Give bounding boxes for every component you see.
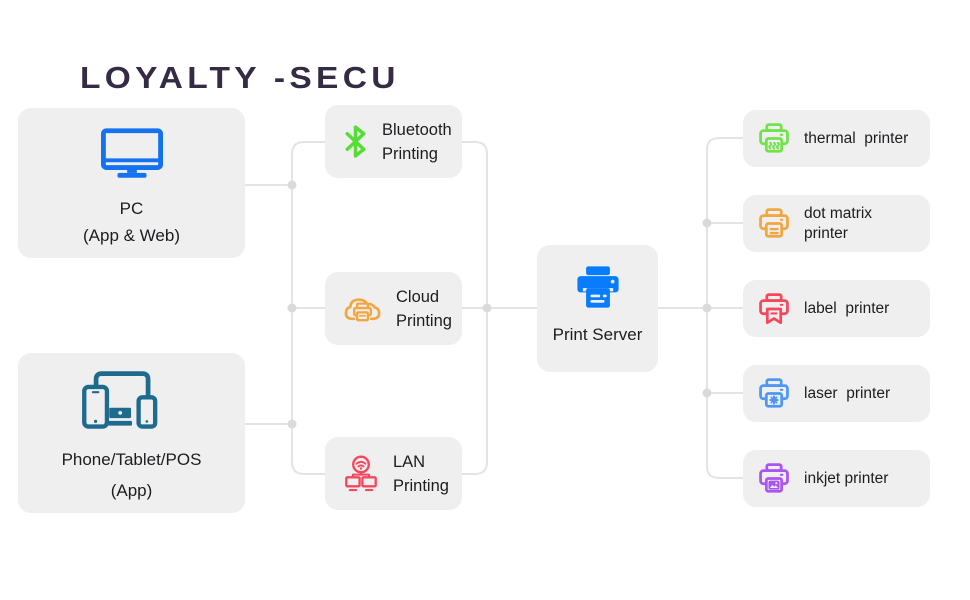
pc-label-line2: (App & Web) bbox=[82, 226, 180, 245]
thermal-printer-label: thermal printer bbox=[804, 129, 909, 147]
node-laser-printer: laser printer bbox=[743, 365, 930, 422]
lan-label: LAN Printing bbox=[393, 452, 449, 495]
junction-dot bbox=[702, 388, 712, 398]
thermal-printer-icon bbox=[756, 122, 792, 156]
dot-matrix-printer-label: dot matrix printer bbox=[804, 204, 873, 242]
node-print-server: Print Server bbox=[537, 245, 658, 372]
inkjet-printer-icon bbox=[756, 462, 792, 496]
cloud-printer-icon bbox=[342, 291, 383, 327]
inkjet-printer-label: inkjet printer bbox=[804, 469, 889, 487]
laser-printer-icon bbox=[756, 377, 792, 411]
dot-matrix-printer-icon bbox=[756, 207, 792, 241]
bluetooth-icon bbox=[342, 124, 369, 159]
lan-network-icon bbox=[342, 455, 380, 492]
laser-printer-label: laser printer bbox=[804, 384, 891, 402]
bluetooth-label: Bluetooth Printing bbox=[382, 120, 452, 163]
node-lan-printing: LAN Printing bbox=[325, 437, 462, 510]
node-cloud-printing: Cloud Printing bbox=[325, 272, 462, 345]
junction-dot bbox=[702, 303, 712, 313]
junction-dot bbox=[287, 180, 297, 190]
node-label-printer: label printer bbox=[743, 280, 930, 337]
junction-dot bbox=[702, 218, 712, 228]
print-server-label: Print Server bbox=[552, 325, 643, 344]
printer-filled-icon bbox=[572, 264, 624, 310]
pc-label-line1: PC bbox=[119, 199, 144, 218]
devices-icon bbox=[80, 367, 184, 438]
junction-dot bbox=[287, 419, 297, 429]
junction-dot bbox=[482, 303, 492, 313]
label-printer-label: label printer bbox=[804, 299, 890, 317]
monitor-icon bbox=[100, 128, 163, 179]
label-printer-icon bbox=[756, 292, 792, 326]
node-dot-matrix-printer: dot matrix printer bbox=[743, 195, 930, 252]
devices-label-line1: Phone/Tablet/POS bbox=[61, 450, 202, 469]
junction-dot bbox=[287, 303, 297, 313]
cloud-label: Cloud Printing bbox=[396, 287, 452, 330]
node-inkjet-printer: inkjet printer bbox=[743, 450, 930, 507]
devices-label-line2: (App) bbox=[110, 481, 153, 500]
brand-logo: LOYALTY -SECU bbox=[80, 60, 400, 95]
node-pc: PC (App & Web) bbox=[18, 108, 245, 258]
node-phone-tablet-pos: Phone/Tablet/POS (App) bbox=[18, 353, 245, 513]
node-thermal-printer: thermal printer bbox=[743, 110, 930, 167]
node-bluetooth-printing: Bluetooth Printing bbox=[325, 105, 462, 178]
